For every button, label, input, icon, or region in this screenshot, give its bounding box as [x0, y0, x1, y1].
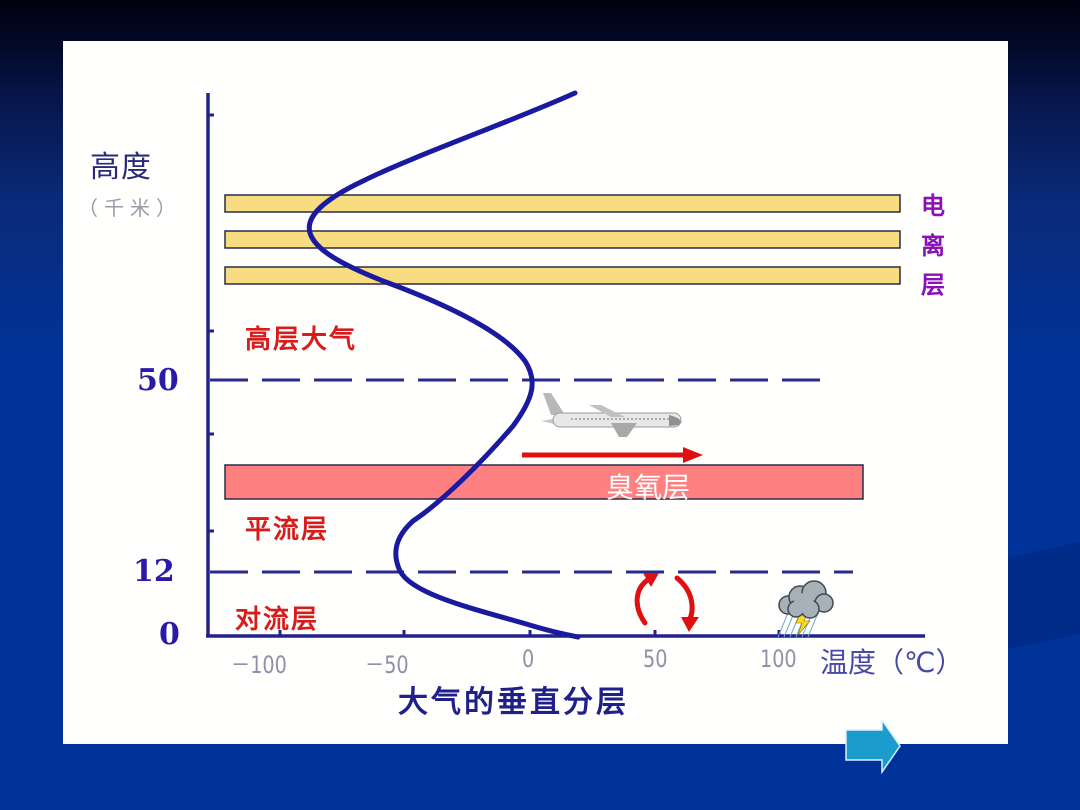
x-tick-minus50: －50	[365, 651, 409, 679]
ionosphere-band-1	[224, 194, 901, 213]
convection-arrows-icon	[634, 573, 699, 632]
x-axis-ticks	[278, 630, 781, 636]
diagram-panel: 高度 （千米） 50 12 0 －100 －50 0 50 100 温度（℃） …	[63, 41, 1008, 744]
y-axis-title: 高度	[90, 150, 152, 185]
ionosphere-band-3	[224, 266, 901, 285]
label-upper-atmosphere: 高层大气	[245, 325, 358, 355]
temperature-curve	[306, 90, 581, 640]
airplane-icon	[541, 393, 682, 437]
right-arrow-icon	[845, 720, 901, 774]
right-arrow-icon	[522, 447, 703, 463]
label-troposphere: 对流层	[235, 605, 320, 635]
y-tick-12: 12	[133, 554, 175, 589]
atmosphere-chart	[206, 90, 925, 640]
y-tick-0: 0	[159, 617, 180, 652]
x-tick-0: 0	[522, 645, 535, 673]
y-axis-ticks	[208, 113, 214, 533]
x-tick-50: 50	[643, 645, 668, 673]
label-ozone-layer: 臭氧层	[606, 471, 691, 504]
label-stratosphere: 平流层	[245, 515, 330, 545]
label-ionosphere-3: 层	[921, 271, 945, 299]
ozone-band	[224, 464, 864, 500]
x-axis-title: 温度（℃）	[820, 646, 964, 679]
x-tick-minus100: －100	[231, 651, 287, 679]
label-ionosphere-1: 电	[921, 192, 945, 220]
x-tick-100: 100	[760, 645, 797, 673]
next-slide-button[interactable]	[844, 720, 904, 774]
ionosphere-band-2	[224, 230, 901, 249]
diagram-caption: 大气的垂直分层	[398, 685, 629, 720]
y-tick-50: 50	[137, 363, 179, 398]
thundercloud-icon	[777, 580, 834, 638]
label-ionosphere-2: 离	[921, 232, 945, 260]
y-axis-unit: （千米）	[78, 196, 182, 220]
